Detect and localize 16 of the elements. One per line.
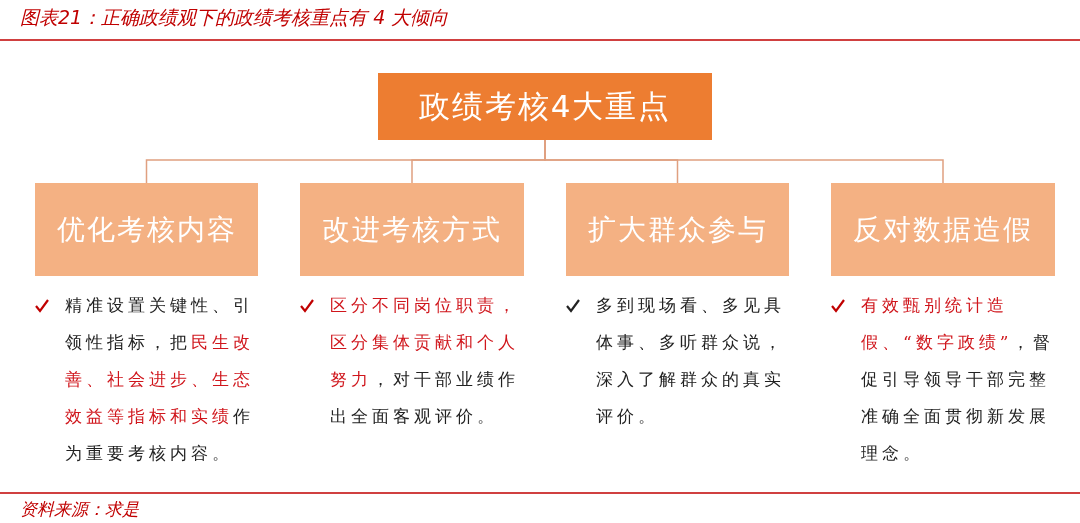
bullet-text: 区分不同岗位职责，区分集体贡献和个人努力，对干部业绩作出全面客观评价。 [330, 294, 520, 428]
category-box [566, 183, 789, 276]
bullet-text: 有效甄别统计造假、“数字政绩”，督促引导领导干部完整准确全面贯彻新发展理念。 [861, 294, 1056, 465]
bullet-text: 多到现场看、多见具体事、多听群众说，深入了解群众的真实评价。 [596, 294, 786, 428]
figure-title: 图表21：正确政绩观下的政绩考核重点有 4 大倾向 [20, 5, 449, 30]
category-box [831, 183, 1055, 276]
header-box [378, 73, 712, 140]
category-box [300, 183, 524, 276]
source-note: 资料来源：求是 [20, 498, 139, 521]
box-title: 改进考核方式 [322, 211, 502, 248]
box-title: 优化考核内容 [56, 211, 237, 248]
box-title: 扩大群众参与 [587, 211, 768, 248]
box-title: 反对数据造假 [853, 211, 1033, 248]
bullet-text: 精准设置关键性、引领性指标，把民生改善、社会进步、生态效益等指标和实绩作为重要考核内容。 [65, 294, 255, 465]
box-title: 政绩考核4大重点 [418, 86, 672, 126]
category-box [35, 183, 258, 276]
